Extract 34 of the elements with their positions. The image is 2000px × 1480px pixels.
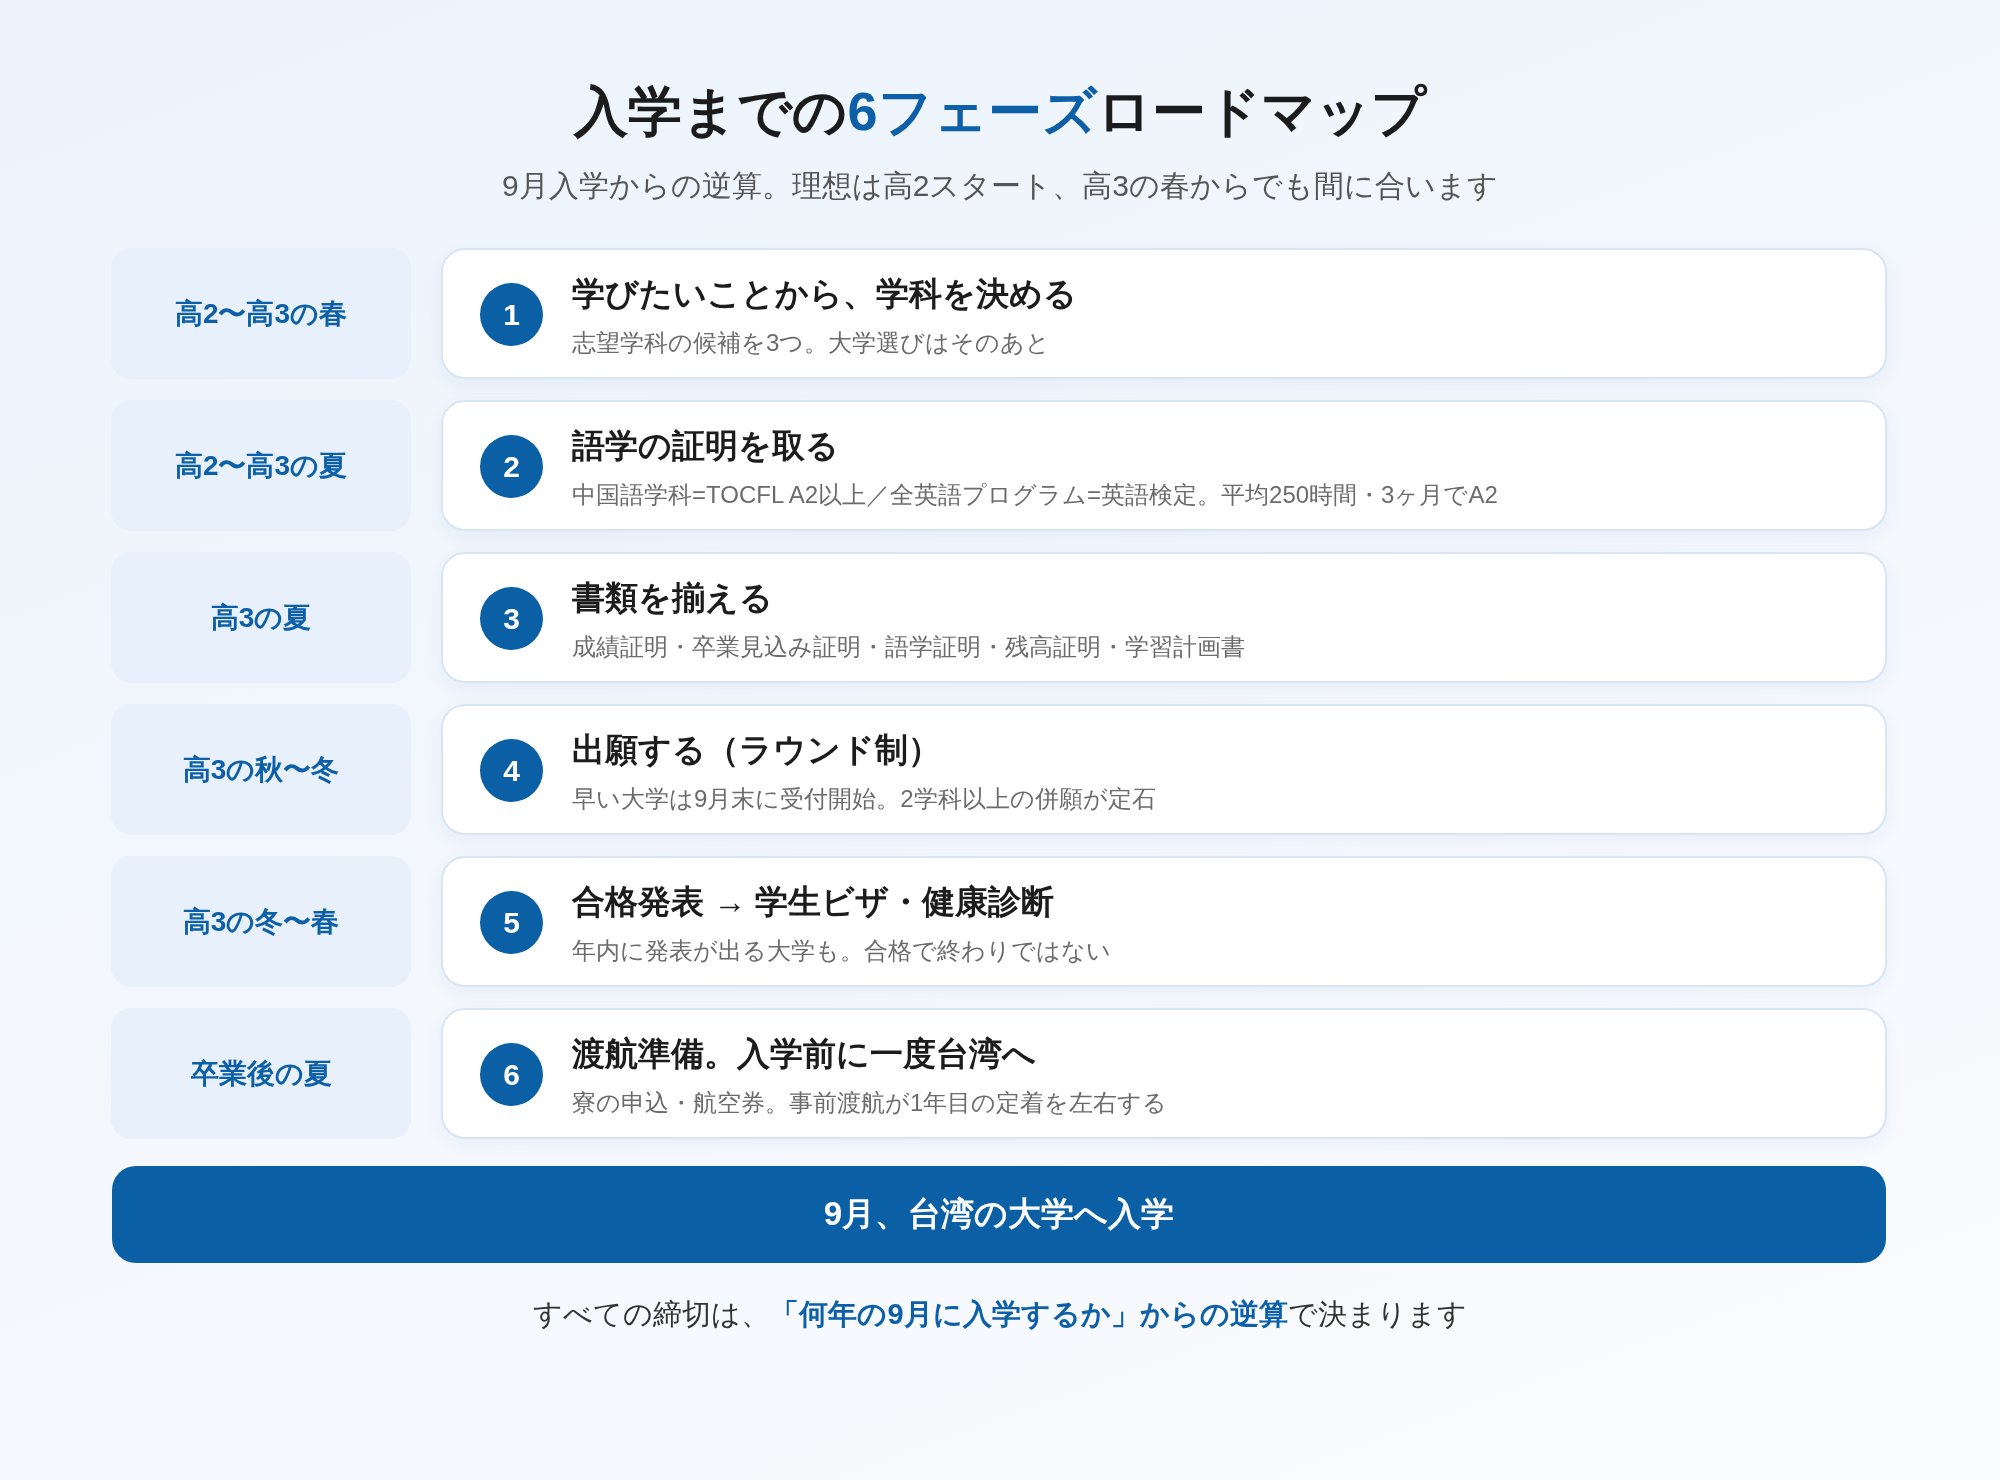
- step-card: [441, 248, 1887, 379]
- period-tag: 高3の冬〜春: [111, 856, 411, 987]
- number-badge: 1: [480, 283, 543, 346]
- step-heading: 渡航準備。入学前に一度台湾へ: [572, 1034, 1036, 1074]
- number-badge: 6: [480, 1043, 543, 1106]
- step-description: 成績証明・卒業見込み証明・語学証明・残高証明・学習計画書: [572, 632, 1245, 662]
- number-badge: 2: [480, 435, 543, 498]
- step-description: 早い大学は9月末に受付開始。2学科以上の併願が定石: [572, 784, 1156, 814]
- period-tag: 卒業後の夏: [111, 1008, 411, 1139]
- step-heading: 学びたいことから、学科を決める: [572, 274, 1077, 314]
- number-badge: 3: [480, 587, 543, 650]
- step-description: 中国語学科=TOCFL A2以上／全英語プログラム=英語検定。平均250時間・3ヶ月でA2: [572, 480, 1498, 510]
- step-description: 年内に発表が出る大学も。合格で終わりではない: [572, 936, 1111, 966]
- number-badge: 5: [480, 891, 543, 954]
- title: 入学までの6フェーズロードマップ: [574, 80, 1426, 143]
- period-tag: 高2〜高3の春: [111, 248, 411, 379]
- step-heading: 出願する（ラウンド制）: [572, 730, 941, 770]
- step-card: [441, 552, 1887, 683]
- step-heading: 語学の証明を取る: [572, 426, 839, 466]
- step-card: [441, 704, 1887, 835]
- goal-banner: 9月、台湾の大学へ入学: [112, 1166, 1886, 1263]
- footnote: すべての締切は、「何年の9月に入学するか」からの逆算で決まります: [533, 1297, 1467, 1332]
- period-tag: 高2〜高3の夏: [111, 400, 411, 531]
- number-badge: 4: [480, 739, 543, 802]
- step-description: 志望学科の候補を3つ。大学選びはそのあと: [572, 328, 1051, 358]
- step-card: [441, 1008, 1887, 1139]
- step-heading: 合格発表 → 学生ビザ・健康診断: [572, 882, 1055, 922]
- step-card: [441, 856, 1887, 987]
- period-tag: 高3の夏: [111, 552, 411, 683]
- subtitle: 9月入学からの逆算。理想は高2スタート、高3の春からでも間に合います: [501, 168, 1499, 204]
- step-description: 寮の申込・航空券。事前渡航が1年目の定着を左右する: [572, 1088, 1168, 1118]
- step-heading: 書類を揃える: [572, 578, 773, 618]
- period-tag: 高3の秋〜冬: [111, 704, 411, 835]
- step-card: [441, 400, 1887, 531]
